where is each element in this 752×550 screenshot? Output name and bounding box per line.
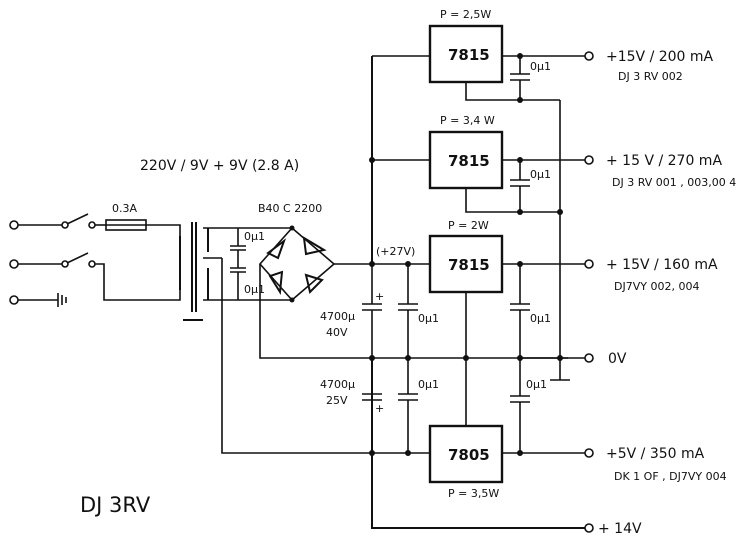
output-labels: +15V / 200 mA DJ 3 RV 002 + 15 V / 270 m… [598, 49, 736, 537]
regulator-2-power: P = 3,4 W [440, 114, 495, 127]
output-terminal-0v [584, 353, 594, 363]
regulator-1-power: P = 2,5W [440, 8, 491, 21]
mains-switch-2 [66, 252, 89, 264]
mains-input: 0.3A [9, 202, 181, 307]
diode-3 [268, 270, 284, 296]
regulator-1-part: 7815 [448, 46, 490, 64]
secondary-smoothing-capacitor: + 4700µ 25V [320, 358, 384, 453]
output-1-target: DJ 3 RV 002 [618, 70, 683, 83]
main-cap-value: 4700µ [320, 310, 355, 323]
regulator-3-part: 7815 [448, 256, 490, 274]
output-terminal-2 [584, 155, 594, 165]
mains-terminal-1 [9, 220, 19, 230]
output-0v-label: 0V [608, 351, 627, 367]
svg-text:+: + [375, 290, 384, 303]
fuse-label: 0.3A [112, 202, 137, 215]
lower-decoupling-1-label: 0µ1 [418, 378, 439, 391]
neg-cap-voltage: 25V [326, 394, 348, 407]
neg-cap-value: 4700µ [320, 378, 355, 391]
regulator-4: 7805 P = 3,5W 0µ1 [428, 358, 585, 500]
regulator-4-part: 7805 [448, 446, 490, 464]
diagram-title: DJ 3RV [80, 493, 151, 517]
regulator-4-cap-label: 0µ1 [526, 378, 547, 391]
regulator-2: 7815 P = 3,4 W 0µ1 [428, 114, 585, 215]
output-5-voltage: + 14V [598, 521, 642, 537]
output-4-target: DK 1 OF , DJ7VY 004 [614, 470, 727, 483]
output-2-voltage: + 15 V / 270 mA [606, 153, 722, 169]
earth-terminal [9, 295, 19, 305]
regulator-1: 7815 P = 2,5W 0µ1 [428, 8, 585, 103]
diode-2 [302, 236, 327, 256]
bridge-label: B40 C 2200 [258, 202, 322, 215]
output-terminal-3 [584, 259, 594, 269]
output-1-voltage: +15V / 200 mA [606, 49, 714, 65]
output-4-voltage: +5V / 350 mA [606, 446, 705, 462]
bridge-rectifier: B40 C 2200 [258, 202, 568, 359]
transformer: 220V / 9V + 9V (2.8 A) [140, 158, 299, 321]
mains-terminal-2 [9, 259, 19, 269]
output-terminals [584, 51, 594, 533]
output-3-target: DJ7VY 002, 004 [614, 280, 699, 293]
regulator-1-cap-label: 0µ1 [530, 60, 551, 73]
output-terminal-1 [584, 51, 594, 61]
main-cap-voltage: 40V [326, 326, 348, 339]
output-3-voltage: + 15V / 160 mA [606, 257, 718, 273]
regulator-3-cap-label: 0µ1 [530, 312, 551, 325]
output-2-target: DJ 3 RV 001 , 003,00 4 [612, 176, 736, 189]
diode-4 [304, 273, 324, 294]
output-terminal-4 [584, 448, 594, 458]
regulator-2-part: 7815 [448, 152, 490, 170]
secondary-cap-2-label: 0µ1 [244, 283, 265, 296]
svg-text:+: + [375, 402, 384, 415]
mains-switch-1 [66, 213, 89, 225]
regulator-2-cap-label: 0µ1 [530, 168, 551, 181]
secondary-cap-1-label: 0µ1 [244, 230, 265, 243]
regulator-3-power: P = 2W [448, 219, 489, 232]
diode-1 [266, 238, 287, 260]
regulator-3: 7815 P = 2W 0µ1 [428, 219, 585, 430]
earth-icon [57, 293, 67, 307]
bus-decoupling-label: 0µ1 [418, 312, 439, 325]
regulator-4-power: P = 3,5W [448, 487, 499, 500]
main-smoothing-capacitor: + 4700µ 40V [320, 264, 384, 358]
bus-voltage-label: (+27V) [376, 245, 415, 258]
transformer-label: 220V / 9V + 9V (2.8 A) [140, 158, 299, 174]
output-terminal-5 [584, 523, 594, 533]
